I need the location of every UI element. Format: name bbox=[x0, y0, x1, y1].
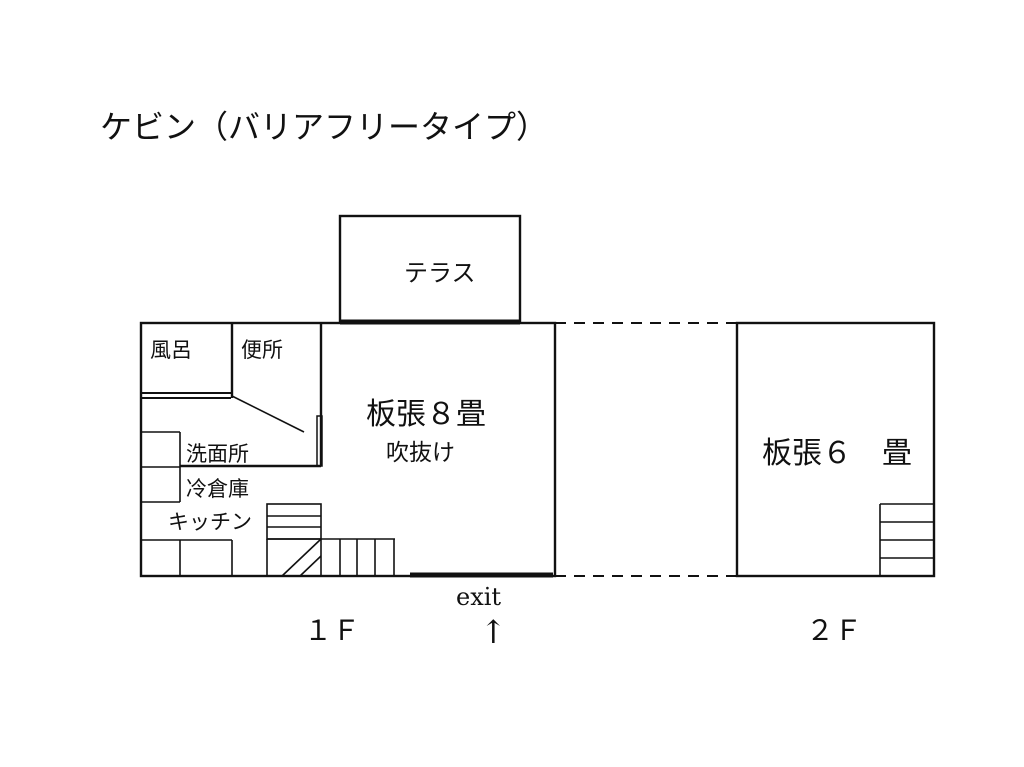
terrace: テラス bbox=[338, 214, 522, 325]
stairs-1f bbox=[266, 503, 395, 577]
exit-arrow: ↑ bbox=[480, 613, 507, 651]
kitchen-label: キッチン bbox=[168, 510, 252, 534]
stairs-2f bbox=[879, 503, 934, 576]
floor1-plan: 風呂 便所 洗面所 冷倉庫 キッチン bbox=[139, 321, 557, 578]
exit-label: exit bbox=[456, 583, 501, 611]
kitchen-cabinets bbox=[141, 431, 233, 576]
floor1-outline bbox=[139, 321, 557, 578]
fridge-label: 冷倉庫 bbox=[186, 477, 249, 501]
terrace-label: テラス bbox=[404, 259, 476, 287]
upper-room-label: 板張６ 畳 bbox=[762, 436, 912, 471]
washroom-label: 洗面所 bbox=[186, 442, 249, 466]
floor2-plan: 板張６ 畳 bbox=[735, 321, 936, 578]
main-room-label: 板張８畳 bbox=[366, 397, 486, 432]
toilet-door-swing bbox=[231, 395, 305, 433]
atrium-label: 吹抜け bbox=[386, 440, 455, 466]
toilet-door bbox=[316, 415, 323, 467]
toilet-label: 便所 bbox=[241, 338, 283, 362]
plan-title: ケビン（バリアフリータイプ） bbox=[100, 108, 548, 146]
floor2-outline bbox=[735, 321, 936, 578]
floor1-label: １Ｆ bbox=[304, 614, 360, 647]
bath-label: 風呂 bbox=[150, 338, 192, 362]
floor2-label: ２Ｆ bbox=[806, 614, 862, 647]
